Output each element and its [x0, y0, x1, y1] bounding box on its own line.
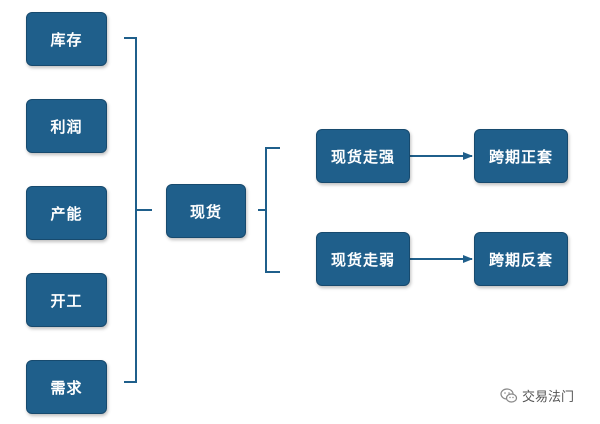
wechat-icon: [500, 387, 518, 403]
factors-bracket: [124, 37, 137, 383]
watermark: 交易法门: [500, 386, 574, 405]
branch-bracket: [265, 147, 280, 273]
condition-spot-weak: 现货走弱: [316, 232, 410, 286]
center-spot: 现货: [166, 184, 246, 238]
factor-profit: 利润: [26, 99, 107, 153]
factor-operating-rate: 开工: [26, 273, 107, 327]
factor-inventory: 库存: [26, 12, 107, 66]
result-forward-spread: 跨期正套: [474, 129, 568, 183]
factor-capacity: 产能: [26, 186, 107, 240]
factor-demand: 需求: [26, 360, 107, 414]
condition-spot-strong: 现货走强: [316, 129, 410, 183]
result-reverse-spread: 跨期反套: [474, 232, 568, 286]
watermark-text: 交易法门: [522, 390, 575, 405]
